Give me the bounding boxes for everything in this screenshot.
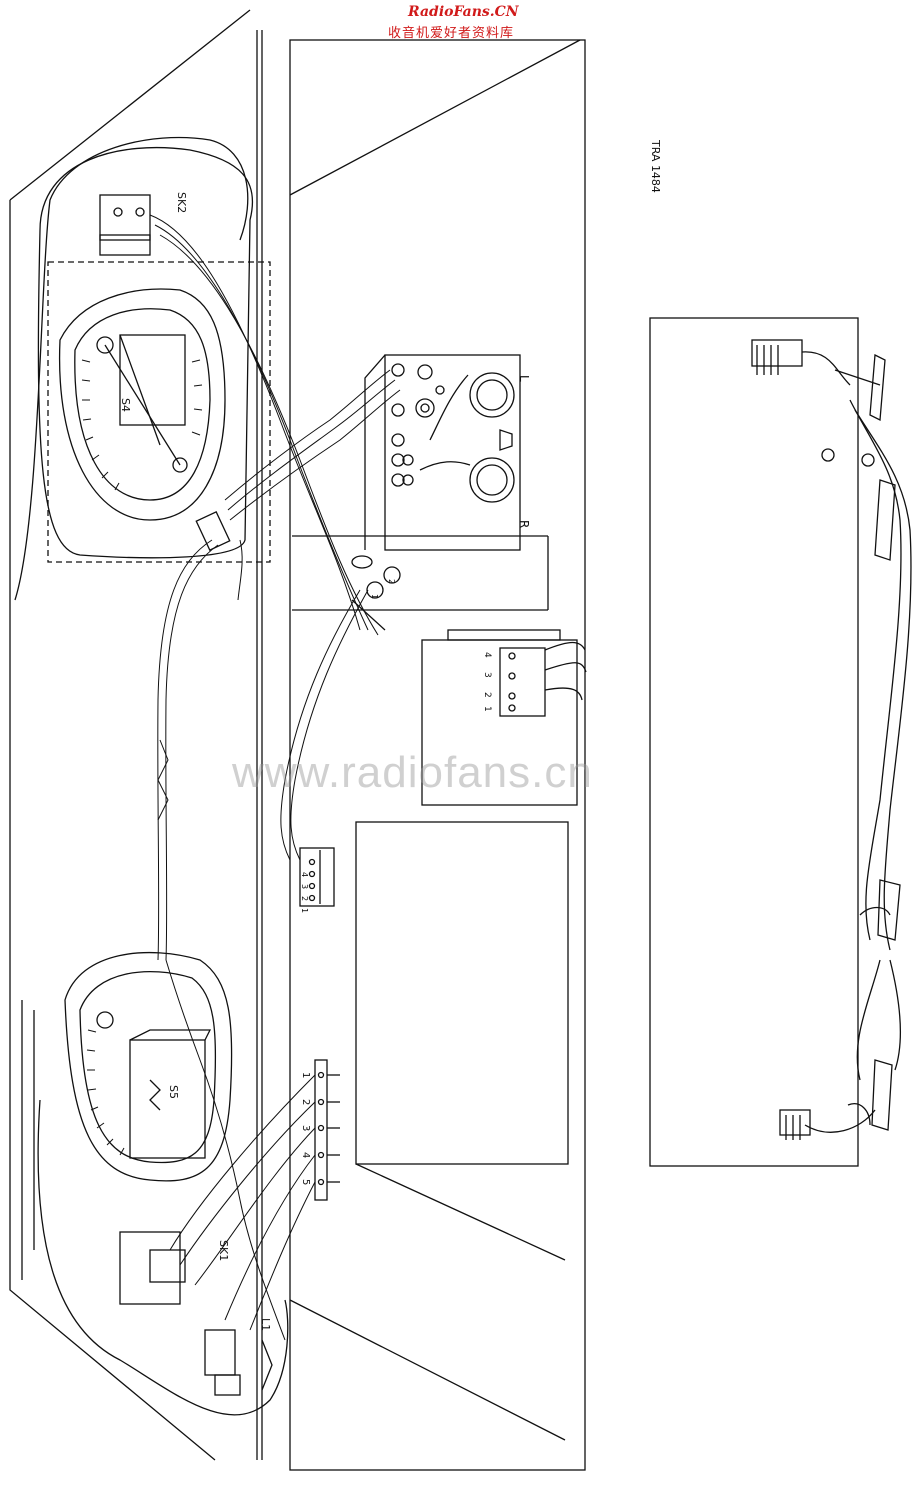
upper-chassis (14, 136, 271, 601)
circle-connectors (351, 555, 401, 631)
transformer-pin-1: 1 (482, 706, 492, 712)
circle-pin-2: 2 (387, 579, 396, 584)
output-panel (364, 354, 521, 551)
label-s5: S5 (167, 1085, 180, 1099)
wiring-upper (149, 214, 401, 961)
upper-strip-pin-2: 2 (300, 896, 309, 901)
transformer-pin-3: 3 (482, 672, 492, 678)
block-pin-5: 5 (300, 1179, 311, 1185)
block-pin-1: 1 (300, 1072, 311, 1078)
lower-terminal-block (314, 1059, 340, 1201)
dial-ticks-lower (86, 1029, 125, 1156)
rear-panel (289, 39, 586, 1471)
cable-clip (195, 510, 231, 552)
right-panel (649, 317, 912, 1167)
block-pin-2: 2 (300, 1099, 311, 1105)
label-s4: S4 (119, 398, 132, 412)
label-sk1: SK1 (217, 1240, 230, 1261)
upper-strip-pin-1: 1 (300, 908, 309, 913)
circle-pin-1: 1 (370, 594, 379, 599)
sk1-socket (119, 1231, 181, 1305)
upper-strip-pin-4: 4 (300, 872, 309, 877)
block-pin-4: 4 (300, 1152, 311, 1158)
sk2-socket (99, 194, 151, 241)
drawing-code: TRA 1484 (649, 139, 662, 193)
upper-strip-pin-3: 3 (300, 884, 309, 889)
watermark-brand: RadioFans.CN (408, 4, 519, 20)
watermark-chinese: 收音机爱好者资料库 (388, 26, 515, 41)
dial-ticks-upper (81, 359, 203, 491)
block-pin-3: 3 (300, 1125, 311, 1131)
cabinet-outline (9, 9, 263, 1461)
transformer-pin-4: 4 (482, 652, 492, 658)
label-left-channel: L (517, 375, 531, 382)
label-sk2: SK2 (175, 192, 188, 213)
upper-terminal-strip (299, 847, 335, 907)
transformer-pin-2: 2 (482, 692, 492, 698)
watermark-center: www.radiofans.cn (232, 748, 593, 797)
label-right-channel: R (517, 520, 531, 528)
transformer (421, 629, 587, 806)
wiring-lower (165, 959, 316, 1341)
lower-chassis (37, 951, 289, 1416)
label-l1: L1 (259, 1318, 272, 1331)
